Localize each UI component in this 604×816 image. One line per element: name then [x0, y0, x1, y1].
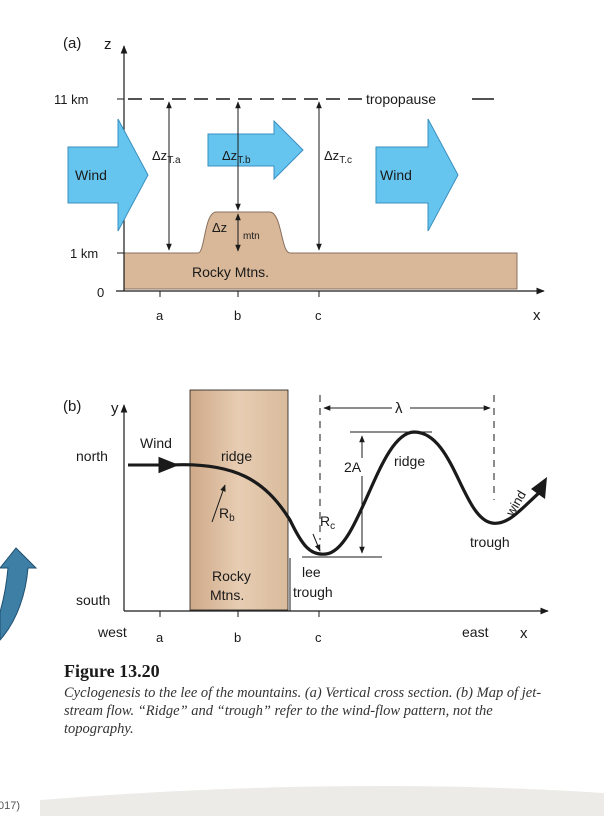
x-label-b-a: a [156, 630, 164, 645]
panel-b-label: (b) [63, 398, 81, 415]
x-axis-label-b: x [520, 625, 528, 642]
dz-a-label: ΔzT.a [152, 148, 181, 166]
panel-a: (a) z Rocky Mtns. 11 km 1 km 0 a b c x t… [54, 35, 545, 324]
wind-label-left: Wind [75, 167, 107, 183]
rocky-mountains-band [189, 389, 289, 611]
caption-text: Cyclogenesis to the lee of the mountains… [64, 685, 542, 737]
two-a-bg [342, 458, 370, 476]
ridge-label-left: ridge [221, 448, 252, 464]
x-axis-label-a: x [533, 307, 541, 324]
corner-text: 017) [0, 800, 21, 812]
figure-caption: Figure 13.20 Cyclogenesis to the lee of … [64, 661, 564, 738]
x-label-a: a [156, 308, 164, 323]
label-11km: 11 km [54, 92, 88, 107]
rocky-label-b-2: Mtns. [210, 587, 244, 603]
wind-label-b: Wind [140, 435, 172, 451]
wind-label-right: Wind [380, 167, 412, 183]
label-0: 0 [97, 285, 104, 300]
side-decoration-arrow [0, 547, 38, 641]
x-label-b-b: b [234, 630, 241, 645]
caption-title: Figure 13.20 [64, 661, 160, 681]
lambda-bg [392, 399, 410, 415]
west-label: west [97, 624, 127, 640]
wind-arrow-left [67, 118, 149, 232]
bottom-paper-texture [40, 786, 604, 816]
rc-arrow [312, 533, 321, 552]
trough-label-right: trough [470, 534, 510, 550]
dz-c-label: ΔzT.c [324, 148, 352, 166]
y-axis-label: y [111, 400, 119, 417]
rc-label: Rc [320, 513, 335, 532]
wind-inflow-arrow [128, 456, 180, 474]
panel-b: (b) y north south west east x a b c λ 2A [63, 389, 549, 645]
z-axis-label: z [104, 36, 112, 53]
rb-label: Rb [219, 505, 235, 524]
east-label: east [462, 624, 489, 640]
x-label-b: b [234, 308, 241, 323]
label-1km: 1 km [70, 246, 98, 261]
two-a-label: 2A [344, 459, 362, 475]
panel-a-label: (a) [63, 35, 81, 52]
lee-trough-label-2: trough [293, 584, 333, 600]
jet-stream-curve [169, 430, 542, 556]
lee-trough-label-1: lee [302, 564, 321, 580]
wind-label-b-right: wind [502, 488, 529, 520]
south-label: south [76, 592, 110, 608]
rocky-label-b-1: Rocky [212, 568, 251, 584]
rocky-mtns-label: Rocky Mtns. [192, 264, 269, 280]
x-label-c: c [315, 308, 322, 323]
dz-mtn-sub: mtn [243, 231, 260, 242]
tropopause-label: tropopause [366, 91, 436, 107]
ridge-label-right: ridge [394, 453, 425, 469]
wind-arrow-middle [207, 119, 304, 181]
rb-arrow [211, 484, 226, 523]
dz-mtn-label: Δz [212, 220, 227, 235]
north-label: north [76, 448, 108, 464]
x-label-b-c: c [315, 630, 322, 645]
rocky-mountains-shape [123, 211, 518, 290]
wind-arrow-right [375, 118, 459, 232]
dz-b-label: ΔzT.b [222, 148, 251, 166]
lambda-label: λ [395, 400, 403, 417]
jet-stream-arrowhead [531, 477, 547, 499]
